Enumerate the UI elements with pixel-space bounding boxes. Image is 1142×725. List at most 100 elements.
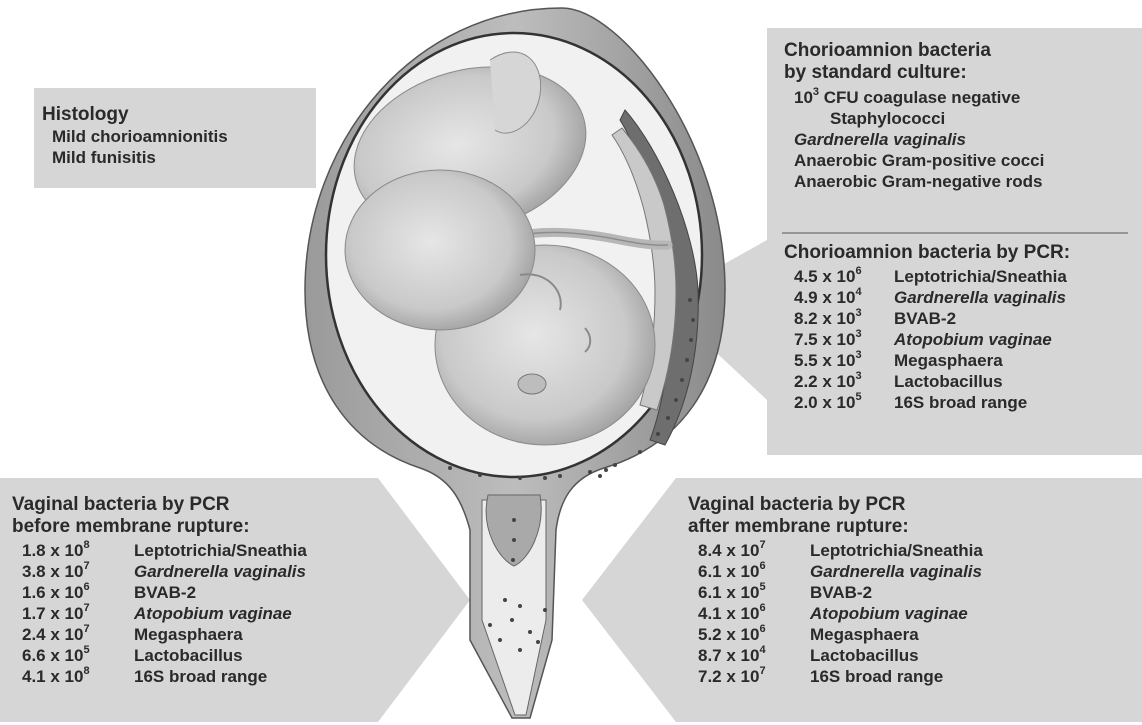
pcr-count: 3.8 x 107	[22, 561, 134, 582]
pcr-count-base: 7.2 x 10	[698, 667, 759, 686]
pcr-organism: Leptotrichia/Sneathia	[894, 266, 1067, 287]
culture-item: Gardnerella vaginalis	[784, 129, 1044, 150]
pcr-count: 7.2 x 107	[698, 666, 810, 687]
pcr-count-exponent: 6	[759, 602, 765, 614]
pcr-organism: Gardnerella vaginalis	[134, 561, 306, 582]
pcr-count-base: 4.5 x 10	[794, 267, 855, 286]
pcr-count-exponent: 6	[759, 560, 765, 572]
pcr-count: 2.2 x 103	[794, 371, 894, 392]
pcr-count-exponent: 3	[855, 349, 861, 361]
culture-title-line2: by standard culture:	[784, 62, 1044, 84]
pcr-count-base: 2.0 x 10	[794, 393, 855, 412]
pcr-count: 8.4 x 107	[698, 540, 810, 561]
pcr-organism: BVAB-2	[134, 582, 196, 603]
pcr-count-exponent: 5	[855, 391, 861, 403]
pcr-count: 4.1 x 108	[22, 666, 134, 687]
pcr-organism: Lactobacillus	[134, 645, 243, 666]
pcr-row: 5.5 x 103Megasphaera	[784, 350, 1070, 371]
pcr-count-base: 5.2 x 10	[698, 625, 759, 644]
pcr-count: 8.2 x 103	[794, 308, 894, 329]
pcr-count-base: 6.6 x 10	[22, 646, 83, 665]
pcr-organism: Leptotrichia/Sneathia	[134, 540, 307, 561]
pcr-count-base: 4.1 x 10	[22, 667, 83, 686]
pcr-organism: Atopobium vaginae	[894, 329, 1052, 350]
pcr-count: 7.5 x 103	[794, 329, 894, 350]
pcr-count-base: 1.7 x 10	[22, 604, 83, 623]
histology-title: Histology	[42, 104, 228, 126]
pcr-organism: Megasphaera	[810, 624, 919, 645]
pcr-count-exponent: 8	[83, 539, 89, 551]
culture-cfu-line: 103 CFU coagulase negative	[784, 87, 1044, 108]
pcr-count: 4.1 x 106	[698, 603, 810, 624]
vaginal-before-title-line1: Vaginal bacteria by PCR	[12, 494, 307, 516]
pcr-count-exponent: 6	[759, 623, 765, 635]
vaginal-after-title-line1: Vaginal bacteria by PCR	[688, 494, 983, 516]
pcr-count-exponent: 7	[83, 560, 89, 572]
pcr-organism: 16S broad range	[894, 392, 1027, 413]
pcr-count-exponent: 5	[759, 581, 765, 593]
pcr-organism: Lactobacillus	[894, 371, 1003, 392]
pcr-row: 4.1 x 10816S broad range	[12, 666, 307, 687]
pcr-organism: Gardnerella vaginalis	[810, 561, 982, 582]
pcr-organism: Leptotrichia/Sneathia	[810, 540, 983, 561]
pcr-organism: 16S broad range	[134, 666, 267, 687]
pcr-row: 8.7 x 104Lactobacillus	[688, 645, 983, 666]
pcr-count: 1.6 x 106	[22, 582, 134, 603]
pcr-organism: Gardnerella vaginalis	[894, 287, 1066, 308]
pcr-count: 6.1 x 106	[698, 561, 810, 582]
pcr-count-exponent: 8	[83, 665, 89, 677]
pcr-row: 6.1 x 106Gardnerella vaginalis	[688, 561, 983, 582]
pcr-count: 1.8 x 108	[22, 540, 134, 561]
pcr-count-base: 6.1 x 10	[698, 583, 759, 602]
pcr-count-base: 2.4 x 10	[22, 625, 83, 644]
pcr-count-exponent: 7	[759, 539, 765, 551]
pcr-organism: Lactobacillus	[810, 645, 919, 666]
pcr-count: 6.1 x 105	[698, 582, 810, 603]
pcr-organism: Megasphaera	[894, 350, 1003, 371]
pcr-count-base: 8.4 x 10	[698, 541, 759, 560]
pcr-count-exponent: 6	[855, 265, 861, 277]
pcr-count-base: 8.7 x 10	[698, 646, 759, 665]
pcr-organism: Atopobium vaginae	[810, 603, 968, 624]
pcr-count-exponent: 4	[759, 644, 765, 656]
vaginal-after-title-line2: after membrane rupture:	[688, 516, 983, 538]
pcr-count: 4.9 x 104	[794, 287, 894, 308]
pcr-row: 7.2 x 10716S broad range	[688, 666, 983, 687]
pcr-count-exponent: 7	[83, 602, 89, 614]
pcr-count: 8.7 x 104	[698, 645, 810, 666]
pcr-count: 2.0 x 105	[794, 392, 894, 413]
pcr-count: 4.5 x 106	[794, 266, 894, 287]
pcr-count: 5.5 x 103	[794, 350, 894, 371]
histology-item: Mild funisitis	[42, 147, 228, 168]
culture-item: Anaerobic Gram-negative rods	[784, 171, 1044, 192]
pcr-count: 6.6 x 105	[22, 645, 134, 666]
vaginal-after-block: Vaginal bacteria by PCR after membrane r…	[688, 494, 983, 687]
pcr-count: 2.4 x 107	[22, 624, 134, 645]
pcr-count-exponent: 6	[83, 581, 89, 593]
pcr-count-base: 3.8 x 10	[22, 562, 83, 581]
culture-item: Anaerobic Gram-positive cocci	[784, 150, 1044, 171]
pcr-organism: Megasphaera	[134, 624, 243, 645]
pcr-count-base: 5.5 x 10	[794, 351, 855, 370]
histology-block: Histology Mild chorioamnionitis Mild fun…	[42, 104, 228, 168]
culture-title-line1: Chorioamnion bacteria	[784, 40, 1044, 62]
histology-item: Mild chorioamnionitis	[42, 126, 228, 147]
pcr-count-exponent: 3	[855, 307, 861, 319]
pcr-count-base: 7.5 x 10	[794, 330, 855, 349]
pcr-count: 5.2 x 106	[698, 624, 810, 645]
